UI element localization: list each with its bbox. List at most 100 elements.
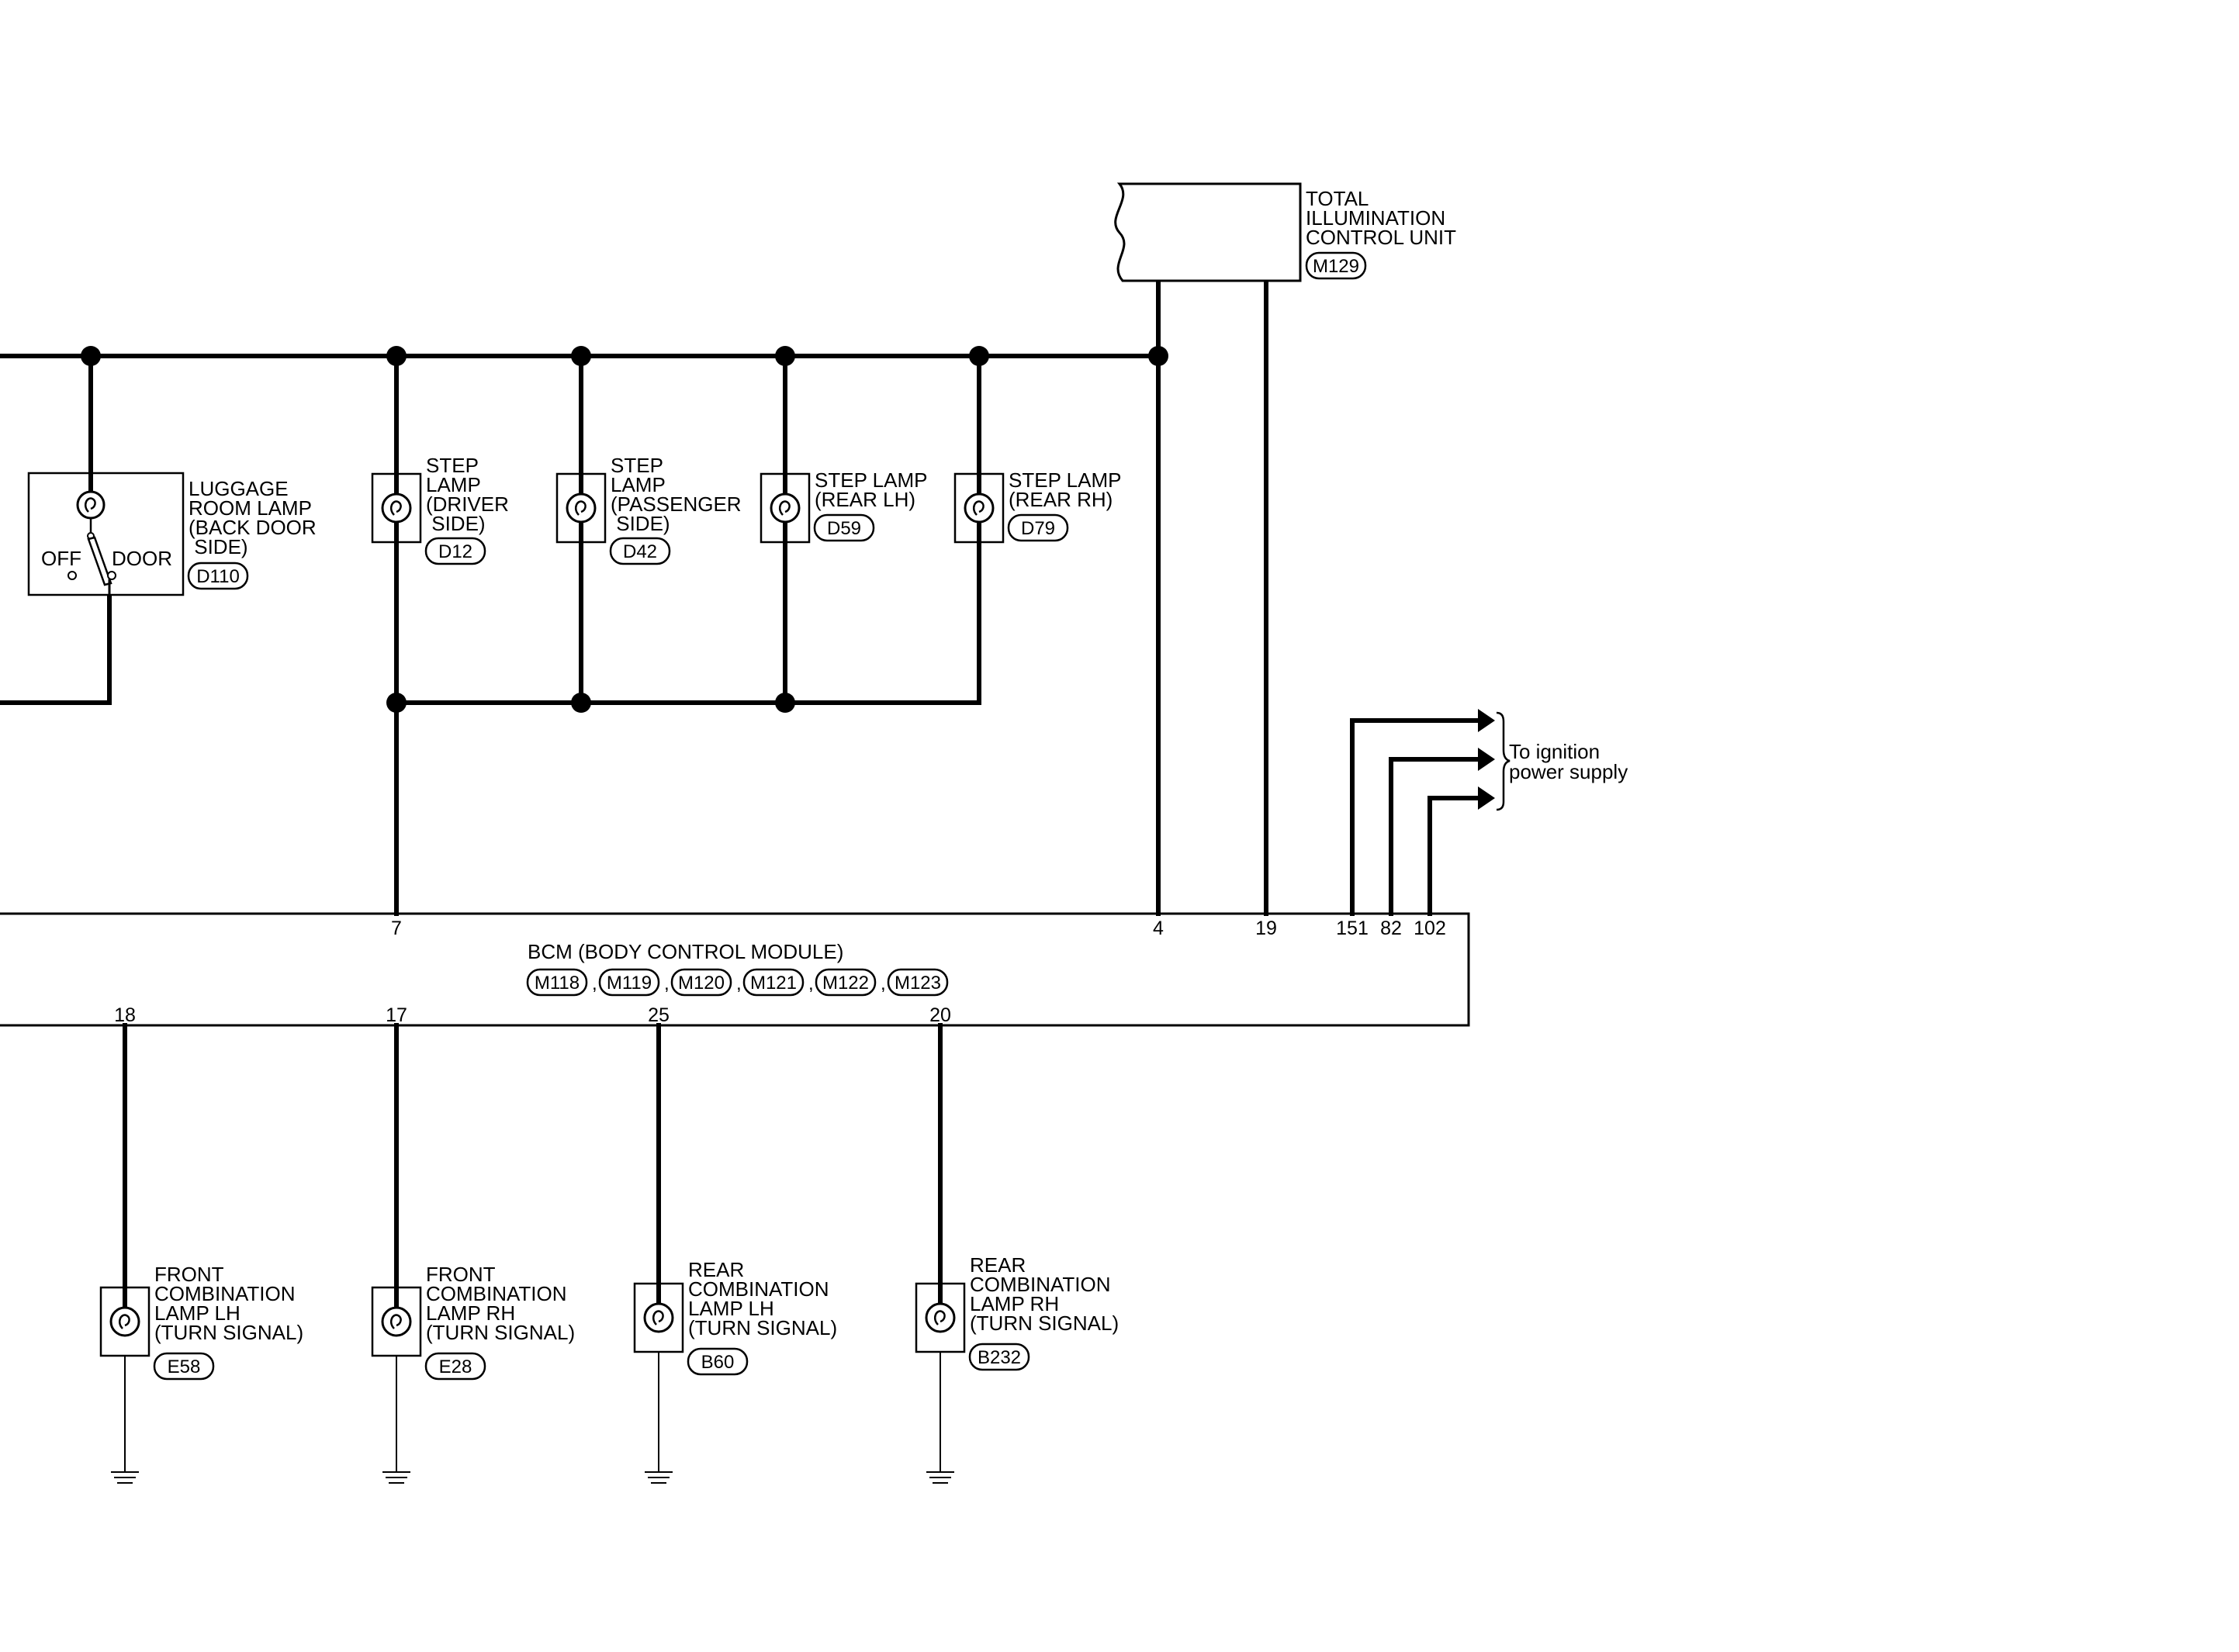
connector-badge	[742, 968, 805, 997]
lamp-title-line1: LUGGAGE	[189, 477, 289, 500]
bcm-pin-label: 7	[391, 918, 402, 939]
ground-icon	[382, 1471, 410, 1484]
lamp-title-line4: (TURN SIGNAL)	[688, 1316, 837, 1339]
bcm-pin-label: 82	[1380, 918, 1402, 939]
ignition-label-line2: power supply	[1509, 760, 1628, 783]
bcm-pin-label: 18	[114, 1004, 136, 1026]
bcm-pin-label: 4	[1153, 918, 1164, 939]
connector-badge	[598, 968, 660, 997]
lamp-title-line3: (PASSENGER	[611, 492, 742, 516]
wires	[0, 278, 1483, 1292]
junction-dot	[386, 693, 407, 713]
junction-dot	[571, 693, 591, 713]
junction-dots	[81, 346, 1168, 713]
lamp-title-line2: LAMP	[611, 473, 666, 496]
lamp-title-line2: COMBINATION	[970, 1273, 1111, 1296]
lamp-title-line1: FRONT	[154, 1263, 224, 1286]
wire-bcm-pin151	[1350, 718, 1483, 916]
lamp-title-line4: SIDE)	[611, 512, 670, 535]
connector-id: D59	[827, 518, 861, 539]
lamp-title-line4: SIDE)	[426, 512, 486, 535]
ignition-label-line1: To ignition	[1509, 740, 1600, 763]
bulb-icon	[643, 1302, 674, 1333]
ground-icon	[111, 1471, 139, 1484]
switch-door-label: DOOR	[112, 547, 172, 570]
front-combination-lamp-lh: FRONT COMBINATION LAMP LH (TURN SIGNAL) …	[99, 1263, 303, 1381]
rear-combination-lamp-lh: REAR COMBINATION LAMP LH (TURN SIGNAL) B…	[633, 1258, 837, 1376]
bulb-icon	[381, 492, 412, 524]
bcm-pin-label: 17	[386, 1004, 407, 1026]
ground-leads	[124, 1352, 941, 1472]
wire-bcm-pin102	[1427, 796, 1483, 916]
lamp-title-line2: (REAR RH)	[1009, 488, 1113, 511]
connector-id: M118	[535, 973, 580, 994]
switch-contact-off	[67, 571, 77, 580]
connector-id: B232	[978, 1347, 1021, 1368]
junction-dot	[571, 346, 591, 366]
lamp-title-line2: LAMP	[426, 473, 481, 496]
connector-badge	[153, 1352, 215, 1381]
arrow-right-icon	[1478, 786, 1495, 810]
ignition-arrows	[1478, 709, 1495, 810]
bulb-icon	[381, 1306, 412, 1337]
ground-icon	[645, 1471, 673, 1484]
lamp-title-line4: (TURN SIGNAL)	[970, 1312, 1119, 1335]
junction-dot	[1148, 346, 1168, 366]
bulb-icon	[770, 492, 801, 524]
connector-id: E58	[168, 1357, 201, 1377]
lamp-title-line4: (TURN SIGNAL)	[426, 1321, 575, 1344]
bulb-icon	[76, 490, 106, 520]
svg-text:,: ,	[592, 973, 597, 994]
connector-id: M121	[750, 973, 797, 994]
connector-badge	[813, 513, 875, 542]
ground-symbols	[111, 1471, 954, 1484]
lamp-title-line1: REAR	[688, 1258, 744, 1281]
connector-badge	[526, 968, 588, 997]
ground-icon	[926, 1471, 954, 1484]
connector-badge	[670, 968, 732, 997]
lamp-title-line3: LAMP LH	[688, 1297, 774, 1320]
bcm-pin-label: 20	[929, 1004, 951, 1026]
bcm-pin-label: 19	[1255, 918, 1277, 939]
switch-off-label: OFF	[41, 547, 81, 570]
svg-text:,: ,	[736, 973, 742, 994]
step-lamp-rear-lh: STEP LAMP (REAR LH) D59	[760, 468, 927, 547]
connector-id: M129	[1313, 256, 1359, 277]
lamp-title-line4: SIDE)	[189, 535, 248, 558]
bcm-pin-label: 25	[648, 1004, 670, 1026]
connector-id: D42	[623, 541, 657, 562]
arrow-right-icon	[1478, 748, 1495, 771]
connector-id: E28	[439, 1357, 472, 1377]
bcm-module: 7 4 19 151 82 102 18 17 25 20 BCM (BODY …	[0, 912, 1470, 1027]
connector-id: M122	[822, 973, 869, 994]
lamp-title-line1: STEP LAMP	[815, 468, 927, 492]
unit-title-line2: ILLUMINATION	[1306, 206, 1445, 230]
connector-id: D12	[438, 541, 472, 562]
total-illumination-unit: TOTAL ILLUMINATION CONTROL UNIT M129	[1114, 182, 1456, 282]
lamp-title-line3: (BACK DOOR	[189, 516, 317, 539]
lamp-title-line3: LAMP RH	[426, 1301, 515, 1325]
lamp-title-line3: (DRIVER	[426, 492, 509, 516]
connector-badge	[887, 968, 949, 997]
connector-id: D110	[196, 566, 240, 587]
arrow-right-icon	[1478, 709, 1495, 732]
step-lamp-driver: STEP LAMP (DRIVER SIDE) D12	[371, 454, 509, 565]
step-lamp-rear-rh: STEP LAMP (REAR RH) D79	[953, 468, 1121, 547]
lamp-title-line2: COMBINATION	[688, 1277, 829, 1301]
bulb-icon	[566, 492, 597, 524]
bulb-icon	[925, 1302, 956, 1333]
door-switch-icon	[87, 536, 112, 586]
connector-badge	[815, 968, 877, 997]
lamp-title-line3: LAMP RH	[970, 1292, 1059, 1315]
junction-dot	[775, 346, 795, 366]
lamp-title-line3: LAMP LH	[154, 1301, 241, 1325]
bulb-icon	[109, 1306, 140, 1337]
lamp-title-line2: COMBINATION	[426, 1282, 567, 1305]
junction-dot	[969, 346, 989, 366]
junction-dot	[775, 693, 795, 713]
brace-icon	[1496, 711, 1511, 811]
bcm-box	[0, 912, 1470, 1027]
unit-title-line3: CONTROL UNIT	[1306, 226, 1456, 249]
connector-id: M120	[678, 973, 725, 994]
